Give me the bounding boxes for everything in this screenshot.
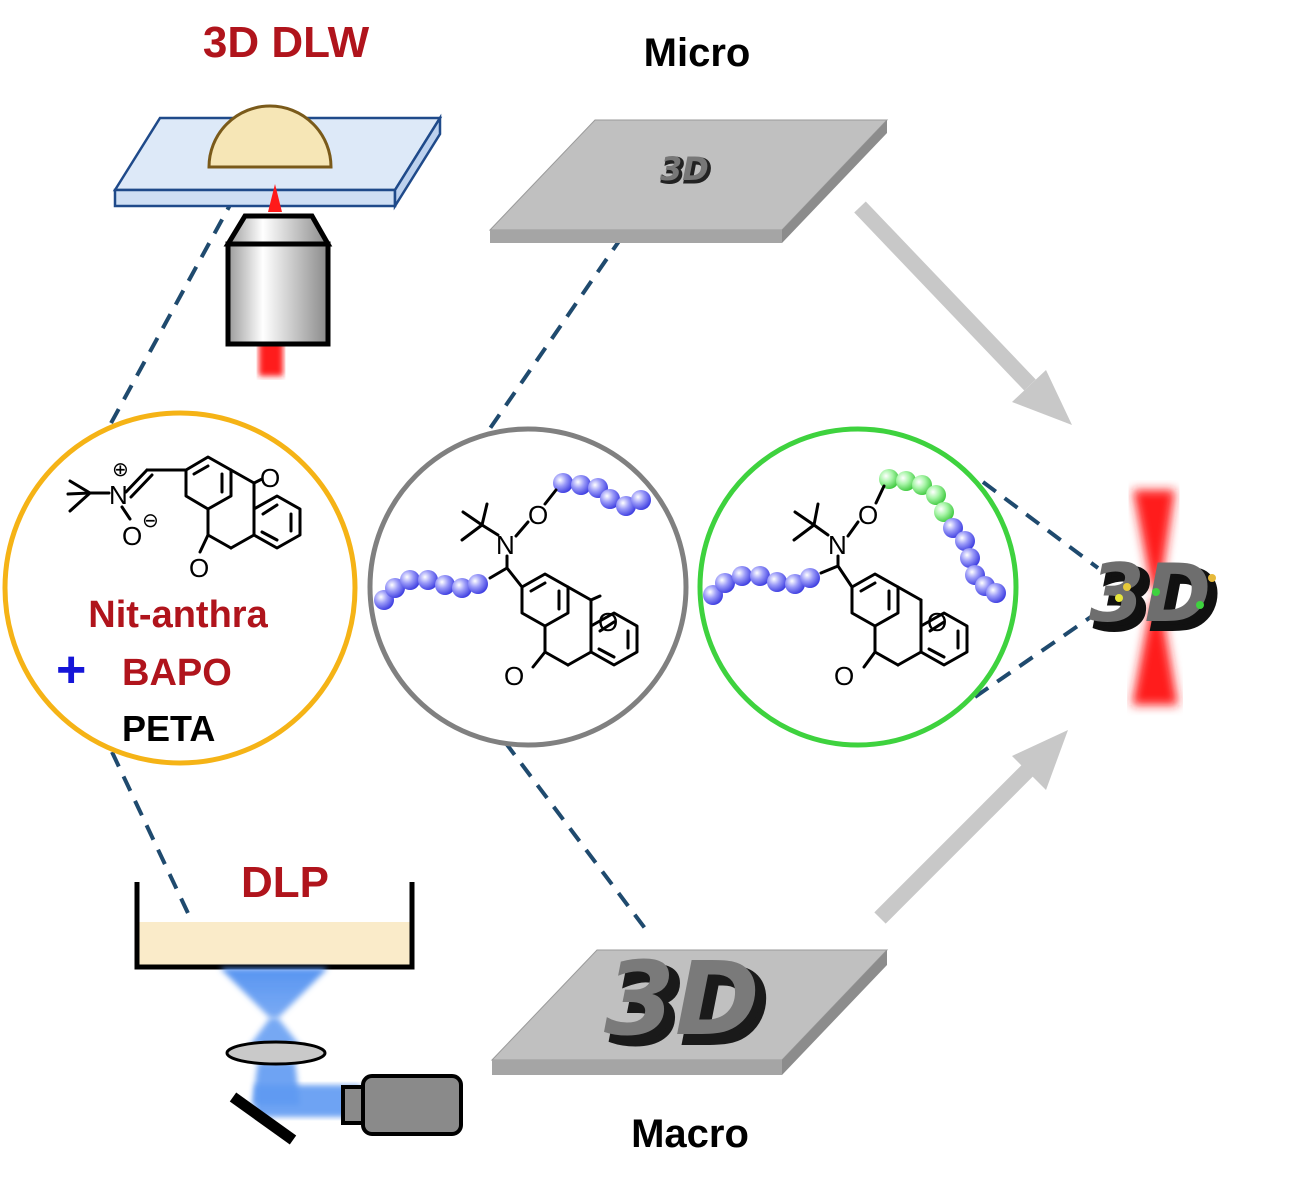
svg-text:N: N: [496, 530, 515, 560]
resin-drop: [207, 104, 333, 169]
micro-plate: 3D 3D: [488, 119, 889, 243]
objective-lens: [223, 213, 333, 247]
nitrone-n-atom: N: [109, 480, 128, 510]
resin-vat: [134, 882, 415, 970]
formulation-circle: N ⊕ O ⊖ O O Nit-anthra + BAPO PETA: [2, 410, 358, 766]
svg-text:O: O: [834, 661, 854, 691]
arrow-micro-to-product: [854, 201, 1072, 425]
charge-plus: ⊕: [112, 457, 129, 481]
projector-body: [361, 1074, 463, 1136]
peta-label: PETA: [122, 708, 215, 749]
macro-3d-print: 3D: [612, 948, 768, 1067]
svg-text:3D: 3D: [660, 150, 709, 188]
laser-beam: [268, 184, 282, 212]
svg-text:N: N: [828, 530, 847, 560]
polymer-chain-left: [374, 570, 488, 610]
final-3d-product: 3D 3D: [1089, 490, 1221, 705]
polymer-chain-left-2: [703, 566, 820, 605]
product-3d-print: 3D: [1089, 547, 1211, 640]
dlp-setup: [134, 882, 463, 1145]
dlw-setup: [112, 104, 443, 376]
chain-extension-circle: N O O O: [697, 426, 1019, 748]
macro-label: Macro: [631, 1112, 749, 1156]
dlp-title: DLP: [241, 858, 329, 907]
micro-3d-print: 3D: [662, 152, 711, 190]
nit-anthra-label: Nit-anthra: [88, 594, 268, 636]
svg-text:O: O: [260, 463, 280, 493]
macro-plate: 3D 3D: [490, 940, 889, 1075]
svg-text:O: O: [528, 500, 548, 530]
focused-laser-bottom: [1132, 600, 1178, 705]
micro-label: Micro: [644, 31, 751, 75]
dlp-lens: [225, 1040, 327, 1066]
dlw-title: 3D DLW: [203, 18, 370, 67]
arrow-macro-to-product: [874, 730, 1068, 924]
svg-text:O: O: [504, 661, 524, 691]
polymer-chain-green-segment: [879, 469, 954, 522]
svg-text:3D: 3D: [604, 940, 760, 1059]
bapo-label: BAPO: [122, 652, 232, 694]
svg-text:O: O: [189, 553, 209, 583]
nitrone-o-atom: O: [122, 521, 142, 551]
polymer-nitroxide-circle: N O O O: [367, 426, 689, 748]
polymer-chain-top: [553, 473, 651, 516]
plus-sign: +: [56, 641, 86, 699]
focused-laser-top: [1133, 490, 1175, 590]
svg-text:O: O: [858, 500, 878, 530]
charge-minus: ⊖: [142, 508, 159, 532]
dlp-mirror: [229, 1092, 297, 1145]
polymer-chain-right: [943, 518, 1006, 603]
resin-vat-fill: [138, 922, 412, 966]
